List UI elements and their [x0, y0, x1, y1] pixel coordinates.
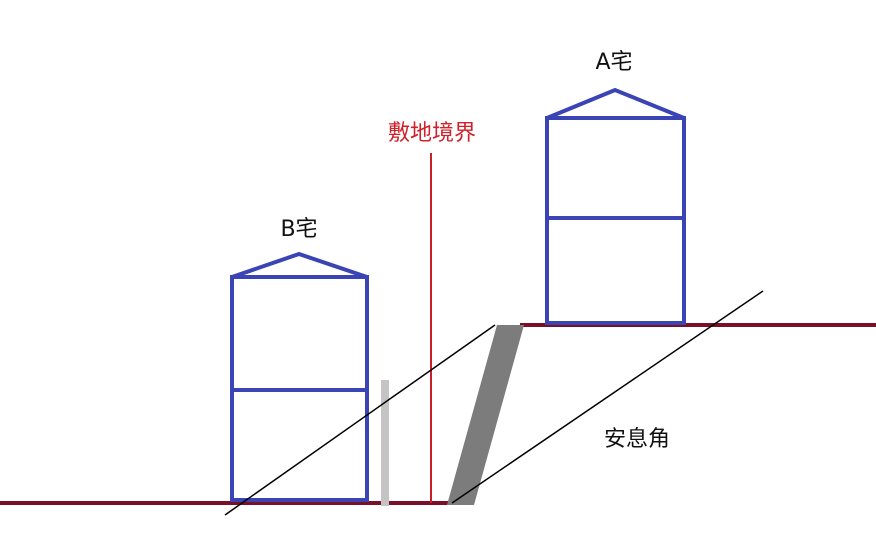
site-boundary-label: 敷地境界 — [388, 121, 476, 146]
house-b-label: B宅 — [280, 217, 317, 242]
house-a — [545, 87, 686, 325]
angle-of-repose-line-left — [224, 324, 496, 516]
house-b — [230, 251, 369, 502]
angle-of-repose-label: 安息角 — [604, 427, 670, 452]
house-b-roof — [231, 251, 368, 279]
house-a-roof — [546, 87, 685, 120]
retaining-wall — [447, 325, 524, 505]
fence-post — [381, 380, 389, 506]
angle-of-repose-line-right — [451, 290, 764, 504]
house-a-body — [545, 116, 686, 325]
house-a-label: A宅 — [595, 50, 632, 75]
